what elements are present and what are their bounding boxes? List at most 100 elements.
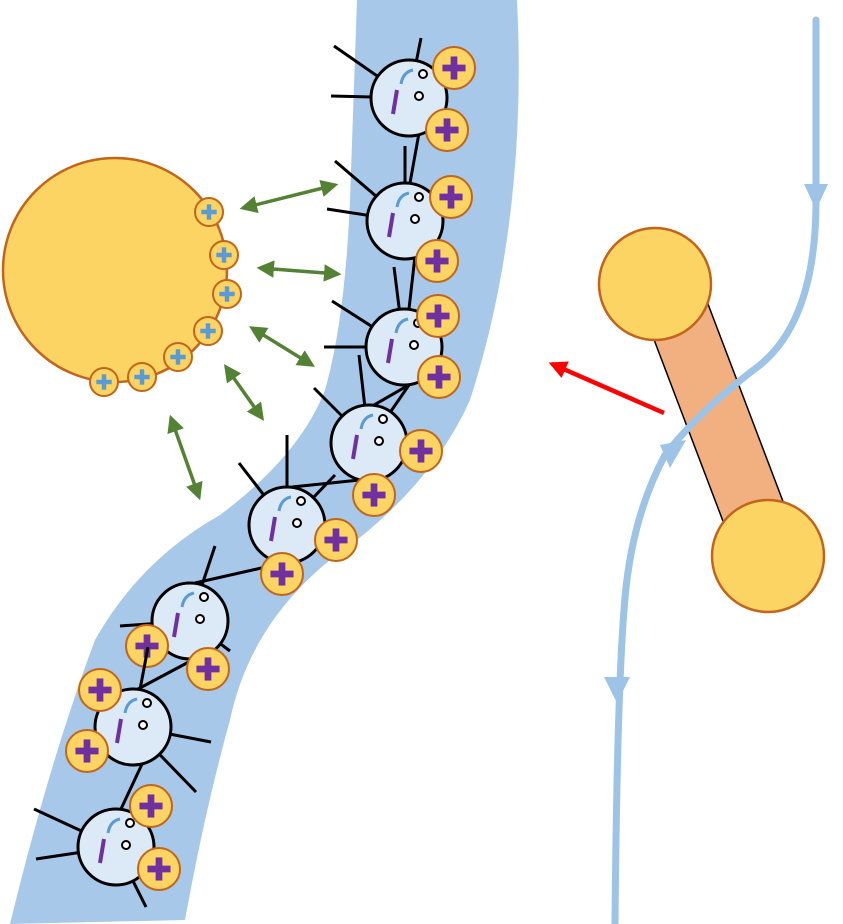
- counterion-7-1-vbar: [96, 678, 104, 702]
- backbone-bond-2: [407, 255, 417, 310]
- counterion-6-1-vbar: [143, 634, 151, 658]
- flow-arrowhead-middle: [660, 440, 686, 468]
- counterion-5-1: [314, 518, 358, 562]
- monomer-unit-2: [326, 146, 473, 283]
- counterion-2-1-vbar: [447, 185, 455, 209]
- arc-mark-4: [359, 413, 374, 430]
- pore-a-2: [414, 192, 424, 202]
- arc-mark-1: [399, 68, 414, 85]
- counterion-8-1-vbar: [147, 794, 155, 818]
- counterion-4-2-vbar: [370, 483, 378, 507]
- pore-b-8: [121, 840, 131, 850]
- counterion-2-2: [415, 239, 459, 283]
- small-cation-7-vbar: [101, 374, 107, 390]
- flow-streamline: [611, 16, 820, 924]
- small-cation-5: [163, 342, 193, 372]
- interaction-arrow-3: [249, 326, 315, 367]
- small-cation-3-vbar: [224, 286, 230, 302]
- counterion-5-1-vbar: [332, 528, 340, 552]
- interaction-arrow-1: [239, 179, 339, 214]
- anion-mark-2: [387, 212, 395, 238]
- counterion-6-1: [125, 624, 169, 668]
- interaction-arrows: [167, 179, 342, 501]
- pore-b-2: [410, 214, 420, 224]
- monomer-unit-4: [312, 354, 443, 517]
- interaction-arrow-2: [256, 260, 342, 282]
- arc-mark-3: [394, 317, 409, 334]
- pore-a-7: [142, 698, 152, 708]
- counterion-8-1: [129, 784, 173, 828]
- interaction-arrow-5: [167, 414, 203, 501]
- counterion-7-1: [78, 668, 122, 712]
- anion-mark-7: [115, 718, 123, 744]
- small-cation-1-vbar: [206, 204, 212, 220]
- counterion-1-2-vbar: [443, 118, 451, 142]
- small-cation-1: [194, 197, 224, 227]
- polymer-chain: [33, 37, 476, 908]
- counterion-4-1: [399, 429, 443, 473]
- small-cation-6: [127, 362, 157, 392]
- small-cation-6-vbar: [139, 369, 145, 385]
- arc-mark-5: [277, 495, 292, 512]
- counterion-3-2: [417, 355, 461, 399]
- pore-a-8: [125, 818, 135, 828]
- counterion-8-2: [137, 847, 181, 891]
- monomer-unit-3: [324, 266, 461, 399]
- counterion-1-1: [432, 46, 476, 90]
- counterion-1-1-vbar: [450, 56, 458, 80]
- counterion-3-1: [416, 294, 460, 338]
- small-cation-4: [193, 316, 223, 346]
- counterion-7-2-vbar: [83, 739, 91, 763]
- small-cation-group: [89, 197, 242, 397]
- pore-b-6: [195, 614, 205, 624]
- small-cation-4-vbar: [205, 323, 211, 339]
- counterion-4-2: [352, 473, 396, 517]
- dumbbell-top-sphere: [597, 226, 713, 342]
- monomer-body-8: [76, 807, 156, 887]
- pore-a-1: [418, 69, 428, 79]
- small-cation-7: [89, 367, 119, 397]
- counterion-3-1-vbar: [434, 304, 442, 328]
- anion-mark-4: [351, 434, 359, 460]
- monomer-body-2: [365, 181, 445, 261]
- dumbbell-bottom-sphere: [710, 498, 826, 614]
- counterion-7-2: [65, 729, 109, 773]
- large-sphere-particle: [1, 156, 229, 384]
- small-cation-2: [209, 240, 239, 270]
- counterion-5-2: [260, 552, 304, 596]
- anion-mark-8: [98, 838, 106, 864]
- pore-b-1: [414, 91, 424, 101]
- anion-mark-5: [269, 516, 277, 542]
- counterion-5-2-vbar: [278, 562, 286, 586]
- interaction-arrow-4: [223, 364, 265, 421]
- backbone-bond-7: [119, 761, 145, 810]
- counterion-6-2: [186, 647, 230, 691]
- migration-arrow: [548, 361, 665, 416]
- pore-b-7: [138, 720, 148, 730]
- counterion-6-2-vbar: [204, 657, 212, 681]
- flow-arrowhead-top: [804, 184, 828, 210]
- counterion-4-1-vbar: [417, 439, 425, 463]
- pore-b-3: [409, 340, 419, 350]
- flow-arrowhead-bottom: [604, 677, 630, 703]
- counterion-1-2: [425, 108, 469, 152]
- anion-mark-3: [386, 338, 394, 364]
- monomer-body-1: [369, 58, 449, 138]
- monomer-body-7: [93, 687, 173, 767]
- monomer-unit-5: [237, 435, 358, 596]
- arc-mark-8: [106, 817, 121, 834]
- small-cation-5-vbar: [175, 349, 181, 365]
- counterion-2-2-vbar: [433, 249, 441, 273]
- small-cation-2-vbar: [221, 247, 227, 263]
- small-cation-3: [212, 279, 242, 309]
- pore-b-4: [374, 436, 384, 446]
- counterion-8-2-vbar: [155, 857, 163, 881]
- monomer-unit-6: [119, 545, 231, 691]
- anion-mark-6: [172, 612, 180, 638]
- dumbbell-particle: [597, 226, 826, 614]
- arc-mark-7: [123, 697, 138, 714]
- arc-mark-6: [180, 591, 195, 608]
- pore-a-4: [378, 414, 388, 424]
- anion-mark-1: [391, 89, 399, 115]
- counterion-3-2-vbar: [435, 365, 443, 389]
